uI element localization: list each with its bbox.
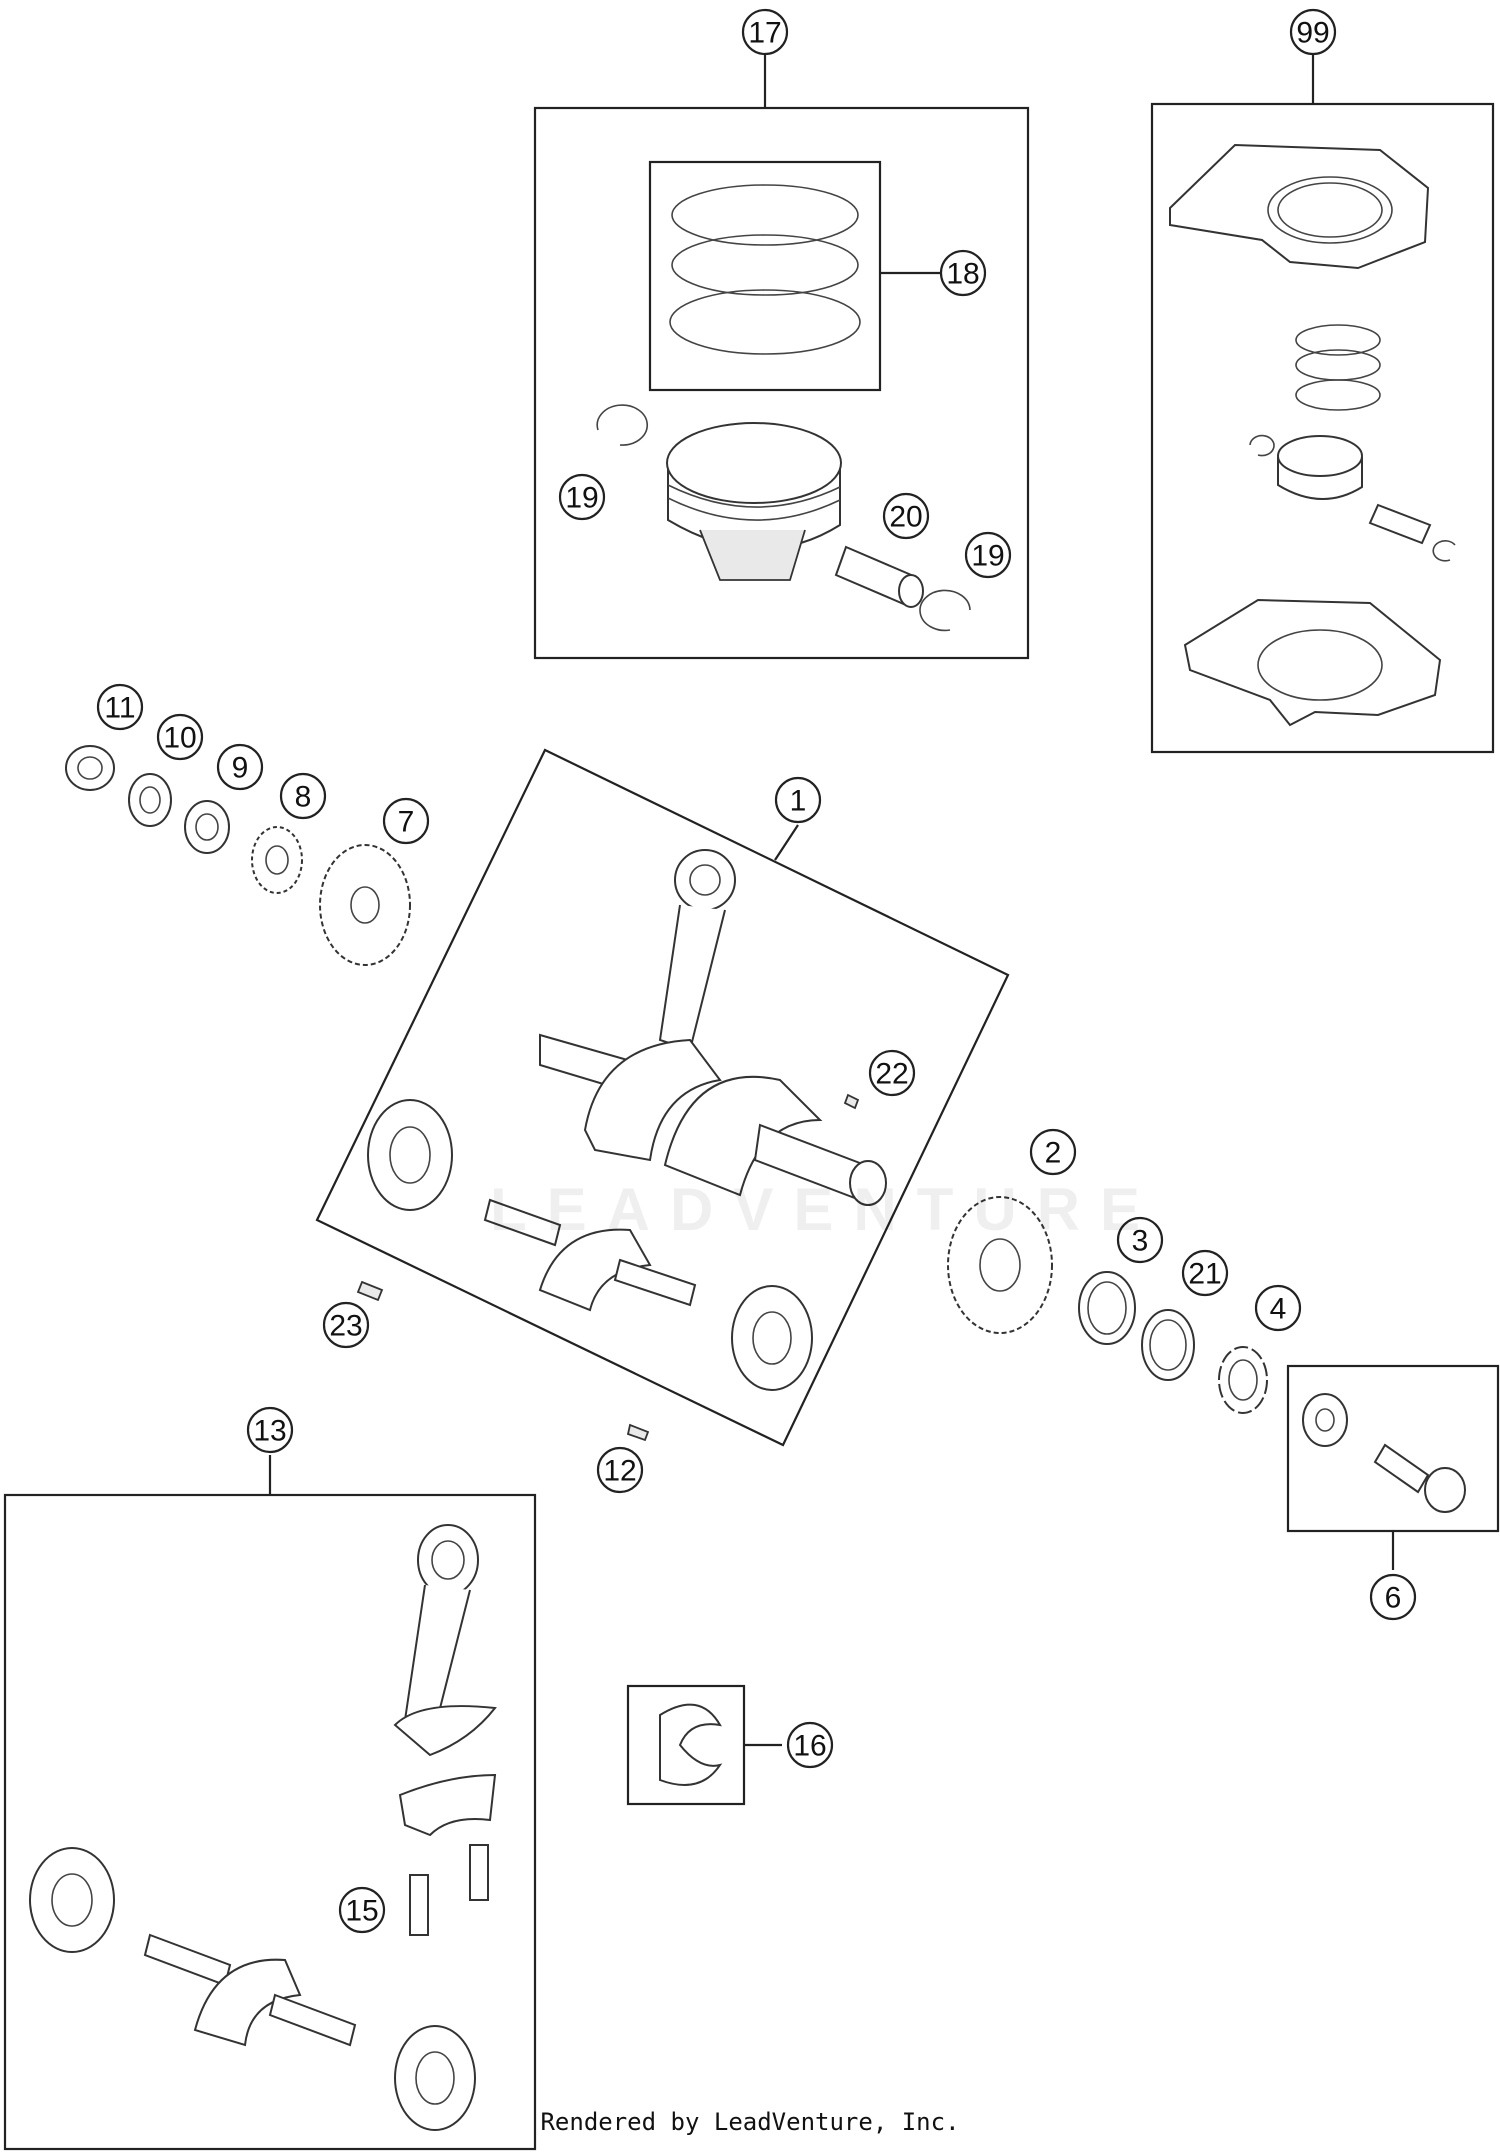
svg-text:3: 3	[1132, 1225, 1149, 1258]
callout-17[interactable]: 17	[741, 8, 789, 56]
callout-22[interactable]: 22	[868, 1049, 916, 1097]
callout-8[interactable]: 8	[279, 772, 327, 820]
svg-text:21: 21	[1188, 1258, 1221, 1291]
leader-1	[774, 824, 799, 861]
large-gear-illustration	[319, 844, 411, 966]
svg-text:2: 2	[1045, 1137, 1062, 1170]
svg-text:19: 19	[971, 540, 1004, 573]
callout-21[interactable]: 21	[1181, 1249, 1229, 1297]
svg-text:22: 22	[875, 1058, 908, 1091]
svg-text:9: 9	[232, 752, 249, 785]
svg-text:20: 20	[889, 501, 922, 534]
callout-15[interactable]: 15	[338, 1886, 386, 1934]
svg-text:12: 12	[603, 1455, 636, 1488]
callout-18[interactable]: 18	[939, 249, 987, 297]
callout-2[interactable]: 2	[1029, 1128, 1077, 1176]
svg-text:7: 7	[398, 806, 415, 839]
svg-text:4: 4	[1270, 1293, 1287, 1326]
callout-16[interactable]: 16	[786, 1721, 834, 1769]
mini-piston-illustration	[1277, 435, 1363, 500]
crankshaft-box	[315, 748, 1010, 1447]
piston-kit-box	[533, 106, 1030, 660]
callout-12[interactable]: 12	[596, 1446, 644, 1494]
cylinder-head-gasket-illustration	[1169, 143, 1430, 270]
callout-10[interactable]: 10	[156, 713, 204, 761]
svg-text:8: 8	[295, 781, 312, 814]
callout-20[interactable]: 20	[882, 492, 930, 540]
svg-text:13: 13	[253, 1415, 286, 1448]
nut-illustration	[65, 745, 115, 791]
callout-4[interactable]: 4	[1254, 1284, 1302, 1332]
mini-circlip-right-illustration	[1432, 540, 1456, 562]
rod-bolts-illustration	[409, 1844, 489, 1936]
svg-text:10: 10	[163, 722, 196, 755]
circlip-right-illustration	[919, 589, 971, 632]
mini-piston-rings-illustration	[1295, 324, 1381, 411]
piston-ring-set-box	[648, 160, 882, 392]
washer-3-illustration	[1078, 1271, 1136, 1345]
primary-gear-illustration	[947, 1196, 1053, 1334]
callout-23[interactable]: 23	[322, 1301, 370, 1349]
bolt-washer-box	[1286, 1364, 1500, 1533]
rod-kit-crankshaft-illustration	[29, 1847, 476, 2131]
washer-21-illustration	[1141, 1309, 1195, 1381]
svg-text:6: 6	[1385, 1582, 1402, 1615]
callout-13[interactable]: 13	[246, 1406, 294, 1454]
svg-text:11: 11	[104, 692, 135, 725]
svg-text:99: 99	[1296, 17, 1329, 50]
svg-text:19: 19	[565, 482, 598, 515]
cylinder-gasket-kit-box	[1150, 102, 1495, 754]
bearing-shell-illustration	[659, 1703, 723, 1786]
bearing-shell-box	[626, 1684, 746, 1806]
woodruff-key-23-illustration	[356, 1280, 384, 1302]
callout-99[interactable]: 99	[1289, 8, 1337, 56]
piston-pin-illustration	[834, 545, 924, 608]
callout-3[interactable]: 3	[1116, 1216, 1164, 1264]
svg-text:23: 23	[329, 1310, 362, 1343]
svg-text:18: 18	[946, 258, 979, 291]
mini-circlip-left-illustration	[1249, 434, 1275, 457]
callout-19-left[interactable]: 19	[558, 473, 606, 521]
circlip-left-illustration	[596, 404, 649, 446]
piston-illustration	[666, 422, 842, 581]
svg-text:16: 16	[793, 1730, 826, 1763]
base-gasket-illustration	[1183, 598, 1442, 727]
piston-rings-illustration	[669, 184, 861, 355]
callout-19-right[interactable]: 19	[964, 531, 1012, 579]
washer-9-illustration	[184, 800, 230, 854]
callout-6[interactable]: 6	[1369, 1573, 1417, 1621]
crankshaft-illustration	[367, 849, 887, 1391]
mini-piston-pin-illustration	[1368, 503, 1432, 545]
render-credit: Rendered by LeadVenture, Inc.	[540, 2108, 960, 2136]
callout-9[interactable]: 9	[216, 743, 264, 791]
callout-1[interactable]: 1	[774, 776, 822, 824]
svg-text:1: 1	[790, 785, 807, 818]
callout-11[interactable]: 11	[96, 683, 144, 731]
woodruff-key-12-illustration	[626, 1423, 650, 1442]
svg-text:15: 15	[345, 1895, 378, 1928]
svg-text:17: 17	[748, 17, 781, 50]
lock-washer-illustration	[1218, 1346, 1268, 1414]
washer-10-illustration	[128, 773, 172, 827]
small-gear-illustration	[251, 826, 303, 894]
callout-7[interactable]: 7	[382, 797, 430, 845]
connecting-rod-illustration	[393, 1524, 497, 1757]
woodruff-key-22-illustration	[843, 1093, 860, 1110]
rod-cap-illustration	[398, 1773, 497, 1837]
watermark: LEADVENTURE	[490, 1176, 1161, 1243]
washer-6-illustration	[1302, 1393, 1348, 1447]
bolt-6-illustration	[1373, 1443, 1466, 1513]
